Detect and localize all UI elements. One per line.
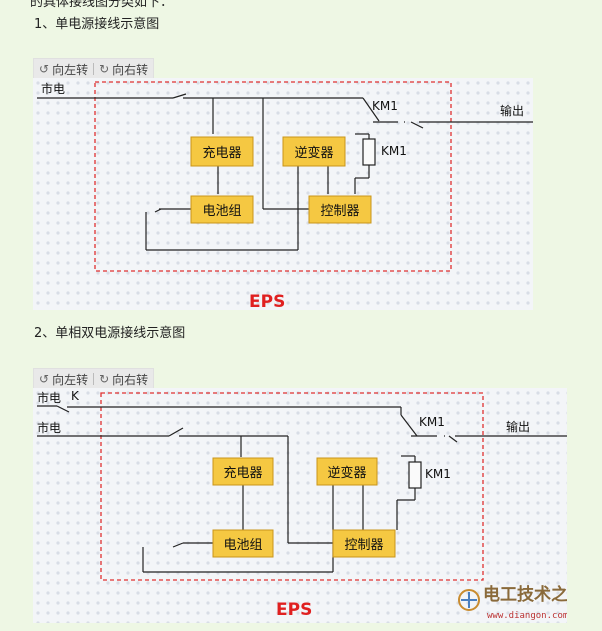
rotate-right-icon: ↻: [99, 372, 110, 386]
dual-source-wiring-diagram: 充电器 逆变器 电池组 控制器 市电 K 市电 KM1 KM1 输出 EPS 电…: [33, 388, 567, 623]
rotate-right-label: 向右转: [112, 62, 149, 77]
inverter-label: 逆变器: [327, 465, 366, 481]
wiring-lines: [37, 93, 533, 251]
charger-label: 充电器: [223, 465, 262, 481]
controller-box: [308, 195, 372, 224]
km1-coil-label: KM1: [381, 144, 407, 158]
section2-heading: 2、单相双电源接线示意图: [34, 326, 186, 341]
section2-image-toolbar: ↺向左转 ↻向右转: [33, 368, 155, 390]
intro-text: 的具体接线图分类如下：: [30, 0, 174, 10]
mains2-label: 市电: [37, 420, 61, 435]
battery-box: [190, 195, 254, 224]
controller-box: [332, 529, 396, 558]
km1-coil-symbol: [408, 461, 422, 489]
mains-label: 市电: [41, 81, 65, 96]
rotate-left-button[interactable]: ↺向左转: [34, 61, 93, 78]
rotate-right-icon: ↻: [99, 62, 110, 76]
controller-label: 控制器: [320, 204, 359, 219]
inverter-box: [282, 136, 346, 167]
inverter-label: 逆变器: [294, 145, 333, 161]
watermark-url: www.diangon.com: [487, 611, 567, 621]
rotate-right-label: 向右转: [112, 372, 149, 387]
mains1-label: 市电: [37, 390, 61, 405]
rotate-left-icon: ↺: [39, 62, 50, 76]
output-label: 输出: [506, 419, 530, 434]
km1-contact-label: KM1: [419, 415, 445, 429]
rotate-left-label: 向左转: [52, 62, 89, 77]
rotate-left-button[interactable]: ↺向左转: [34, 371, 93, 388]
battery-label: 电池组: [223, 538, 262, 553]
switch-k-label: K: [71, 389, 80, 403]
battery-label: 电池组: [202, 204, 241, 219]
inverter-box: [316, 457, 378, 486]
site-watermark: 电工技术之家 www.diangon.com: [458, 584, 567, 621]
watermark-logo-icon: [458, 589, 480, 611]
controller-label: 控制器: [344, 538, 383, 553]
km1-coil-symbol: [362, 138, 376, 166]
eps-title: EPS: [249, 292, 285, 310]
wiring-lines: [37, 405, 567, 573]
toolbar-divider: [93, 373, 95, 385]
charger-box: [212, 457, 274, 486]
watermark-site-name: 电工技术之家: [483, 584, 567, 605]
single-source-wiring-diagram: 充电器 逆变器 电池组 控制器 市电 KM1 KM1 输出 EPS: [33, 78, 533, 310]
rotate-left-icon: ↺: [39, 372, 50, 386]
rotate-right-button[interactable]: ↻向右转: [94, 61, 153, 78]
eps-dashed-frame: [100, 392, 484, 581]
rotate-left-label: 向左转: [52, 372, 89, 387]
section1-heading: 1、单电源接线示意图: [34, 17, 160, 32]
charger-box: [190, 136, 254, 167]
battery-box: [212, 529, 274, 558]
km1-coil-label: KM1: [425, 467, 451, 481]
eps-dashed-frame: [94, 81, 452, 272]
charger-label: 充电器: [202, 145, 241, 161]
km1-contact-label: KM1: [372, 99, 398, 113]
output-label: 输出: [500, 103, 524, 118]
toolbar-divider: [93, 63, 95, 75]
rotate-right-button[interactable]: ↻向右转: [94, 371, 153, 388]
eps-title: EPS: [276, 600, 312, 620]
section1-image-toolbar: ↺向左转 ↻向右转: [33, 58, 155, 80]
